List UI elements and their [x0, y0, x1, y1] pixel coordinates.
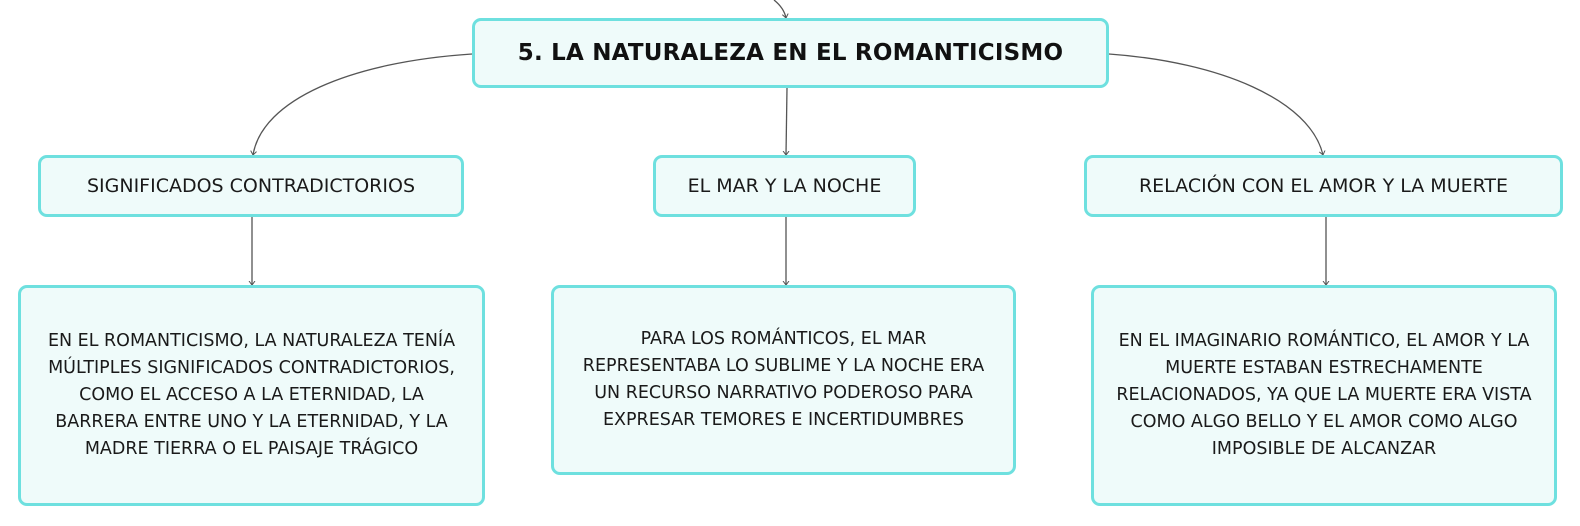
root-topic-label: 5. LA NATURALEZA EN EL ROMANTICISMO — [517, 40, 1064, 66]
detail-text-amor-muerte: EN EL IMAGINARIO ROMÁNTICO, EL AMOR Y LA… — [1116, 331, 1532, 459]
subtopic-node-mar-noche[interactable]: EL MAR Y LA NOCHE — [653, 155, 916, 217]
connector-incoming-top — [773, 0, 786, 18]
subtopic-label-mar-noche: EL MAR Y LA NOCHE — [687, 175, 882, 197]
subtopic-label-significados: SIGNIFICADOS CONTRADICTORIOS — [86, 175, 416, 197]
subtopic-node-significados[interactable]: SIGNIFICADOS CONTRADICTORIOS — [38, 155, 464, 217]
subtopic-label-amor-muerte: RELACIÓN CON EL AMOR Y LA MUERTE — [1138, 175, 1509, 197]
detail-node-amor-muerte[interactable]: EN EL IMAGINARIO ROMÁNTICO, EL AMOR Y LA… — [1091, 285, 1557, 506]
connector-root-to-branch-1 — [253, 53, 473, 155]
root-topic-node[interactable]: 5. LA NATURALEZA EN EL ROMANTICISMO — [472, 18, 1109, 88]
connector-root-to-branch-3 — [1108, 53, 1323, 155]
connector-root-to-branch-2 — [786, 87, 787, 155]
detail-text-mar-noche: PARA LOS ROMÁNTICOS, EL MAR REPRESENTABA… — [582, 329, 985, 430]
subtopic-node-amor-muerte[interactable]: RELACIÓN CON EL AMOR Y LA MUERTE — [1084, 155, 1563, 217]
detail-node-significados[interactable]: EN EL ROMANTICISMO, LA NATURALEZA TENÍA … — [18, 285, 485, 506]
detail-text-significados: EN EL ROMANTICISMO, LA NATURALEZA TENÍA … — [47, 331, 456, 459]
detail-node-mar-noche[interactable]: PARA LOS ROMÁNTICOS, EL MAR REPRESENTABA… — [551, 285, 1016, 475]
